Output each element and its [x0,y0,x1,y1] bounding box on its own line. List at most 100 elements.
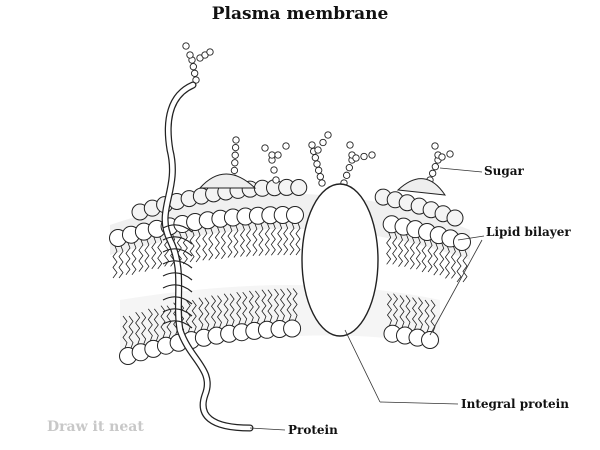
lipid-tail [223,293,229,326]
sugar-unit [206,48,214,56]
lipid-tail [456,249,462,283]
lipid-tail [138,239,144,272]
sugar-unit [232,136,240,144]
leader-lines [249,167,485,431]
sugar-unit [431,142,439,150]
sugar-unit [268,151,276,159]
top-surface-shading [110,193,470,260]
helix-coil [162,308,193,317]
helix-coil [162,224,193,233]
lipid-tail [462,249,468,283]
lipid-tail [198,297,204,330]
helix-coil [162,284,193,293]
sugar-unit [319,138,327,147]
lipid-tail [270,223,276,256]
sugar-unit [231,143,240,152]
sugar-unit [318,179,326,187]
protein-strand-inner [162,82,253,431]
lipid-tail [210,295,216,328]
sugar-unit [308,141,316,149]
sugar-unit [261,144,269,152]
lipid-tail [208,228,214,261]
lipid-tail [283,222,289,256]
watermark: Draw it neat [47,419,144,435]
sugar-unit [316,173,324,181]
sugar-unit [352,154,360,162]
helix-coil [162,272,193,281]
lipid-tail [191,299,197,333]
lipid-tail [112,245,118,279]
peripheral-proteins [198,173,447,196]
sugar-unit [182,42,190,50]
lipid-tail [415,237,421,270]
lipid-tail [179,302,185,335]
lipid-tail [286,288,292,321]
lipid-tail [392,232,398,265]
sugar-unit [191,69,199,77]
sugar-unit [282,142,290,150]
protein-helix [162,224,193,329]
lipid-head [283,319,302,338]
peripheral-protein-left [198,173,257,189]
integral-protein-shape [301,183,379,337]
sugar-unit [272,176,280,184]
lipid-tail [254,290,260,324]
lipid-tail [125,242,131,275]
lipid-tail [267,289,273,322]
lipid-tail [131,242,137,275]
sugar-unit [345,164,353,172]
helix-coil [162,296,193,305]
lipid-tail [122,315,128,349]
diagram-title: Plasma membrane [211,4,389,24]
lipid-head-back [290,179,308,196]
sugar-unit [431,163,439,171]
lipid-tail [386,293,392,326]
lipid-tail [450,246,456,279]
lipid-tail [292,288,298,321]
lipid-tail [398,234,404,267]
lipid-leader-1 [457,235,485,241]
sugar-unit [346,141,354,149]
lipid-tail [248,290,254,324]
lipid-tail [220,226,226,259]
sugar-unit [429,169,437,177]
lipid-tail [405,295,411,328]
lipid-tail [444,246,450,279]
lipid-tail [417,297,423,330]
lipid-leader-2 [429,239,483,336]
lipid-tail [135,312,141,345]
integral-protein-leader-2 [379,401,459,405]
lipid-head [421,331,439,349]
lipid-tail [214,226,220,259]
lipid-tail [236,291,242,325]
lipid-tail [261,289,267,322]
integral-protein-leader [344,329,381,403]
sugar-unit [231,151,239,159]
lipid-tail [280,288,286,322]
protein-leader [249,427,286,431]
sugar-unit [189,63,197,71]
sugar-unit [315,166,323,174]
lipid-tail [182,231,188,265]
lipid-tail [229,293,235,326]
lipid-heads [109,178,471,365]
lipid-tail [216,295,222,328]
lipid-tail [252,223,258,256]
sugar-unit [313,160,321,168]
lipid-tail [141,312,147,345]
lipid-tail [189,229,195,263]
helix-coil [162,260,193,269]
lipid-tail [195,229,201,263]
lipid-head-back [446,209,464,227]
lipid-tail [274,288,280,322]
label-sugar: Sugar [484,164,524,178]
sugar-unit [231,159,239,167]
sugar-unit [446,150,454,158]
lipid-tail [264,223,270,256]
lipid-tail [157,236,163,270]
lipid-tail [386,232,392,265]
sugar-unit [360,152,368,161]
lipid-head [286,206,304,224]
label-lipid-bilayer: Lipid bilayer [486,225,571,239]
